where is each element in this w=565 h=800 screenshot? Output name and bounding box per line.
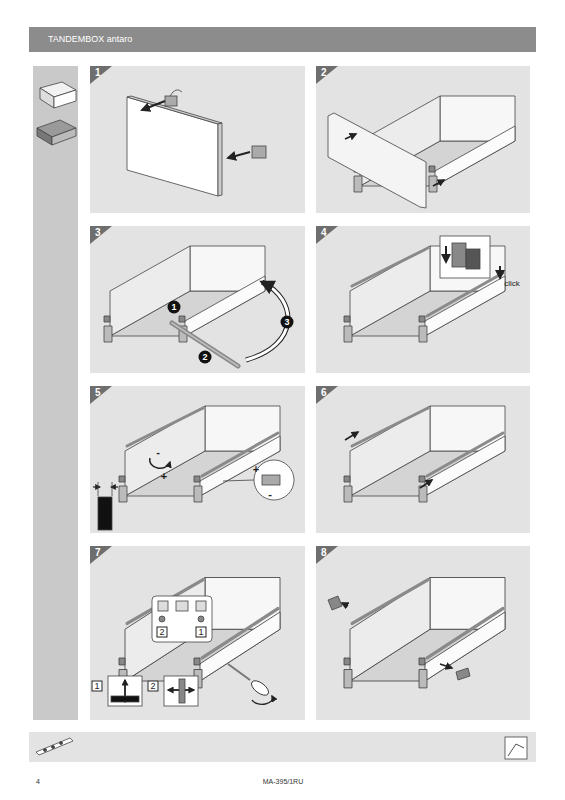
page-title: TANDEMBOX antaro bbox=[48, 34, 132, 45]
step-panel: 3 bbox=[90, 226, 305, 373]
step-panel: 4 bbox=[316, 226, 530, 373]
drawer bbox=[104, 246, 265, 342]
gallery-rod bbox=[352, 408, 503, 476]
adjust-sign: - bbox=[156, 447, 160, 458]
callout-number: 1 bbox=[168, 301, 181, 314]
step-panel: 1 bbox=[90, 66, 305, 213]
cover-cap bbox=[328, 596, 470, 680]
step-panels bbox=[90, 66, 530, 720]
step-corner bbox=[90, 66, 338, 564]
side-column bbox=[33, 66, 78, 720]
adjust-detail bbox=[93, 458, 294, 530]
clip-detail bbox=[440, 236, 500, 278]
screw-icons bbox=[36, 737, 527, 759]
front-panel bbox=[127, 90, 266, 196]
step-panel: 5 bbox=[90, 386, 305, 533]
step-number: 5 bbox=[95, 387, 101, 399]
step-number: 8 bbox=[321, 547, 327, 559]
drawer bbox=[119, 578, 280, 688]
step-number: 6 bbox=[321, 387, 327, 399]
adjust-sign: - bbox=[268, 489, 272, 500]
step-panel: 2 bbox=[316, 66, 530, 213]
gallery-rod bbox=[127, 580, 278, 658]
footer-text: 4 bbox=[36, 778, 40, 785]
step-number: 1 bbox=[95, 67, 101, 79]
option-number: 2 bbox=[156, 627, 167, 638]
option-number: 1 bbox=[91, 681, 102, 692]
callout-number: 3 bbox=[281, 316, 294, 329]
option-number: 2 bbox=[147, 681, 158, 692]
step-number: 4 bbox=[321, 227, 327, 239]
option-number: 1 bbox=[195, 627, 206, 638]
gallery-rod bbox=[352, 248, 503, 316]
adjust-sign: + bbox=[253, 464, 259, 475]
footer-text: MA-395/1RU bbox=[263, 778, 303, 785]
drawer bbox=[344, 578, 505, 688]
step-number: 2 bbox=[321, 67, 327, 79]
step-number: 7 bbox=[95, 547, 101, 559]
front-panel bbox=[328, 113, 444, 208]
gallery-rod bbox=[127, 408, 278, 476]
step-panel: 6 bbox=[316, 386, 530, 533]
part-label: click bbox=[504, 280, 520, 288]
bottom-strip bbox=[29, 732, 536, 762]
step-panel: 8 bbox=[316, 546, 530, 720]
side-icons bbox=[37, 82, 76, 145]
adjust-sign: + bbox=[161, 471, 167, 482]
callout-number: 2 bbox=[199, 351, 212, 364]
step-number: 3 bbox=[95, 227, 101, 239]
gallery-rod bbox=[172, 282, 288, 366]
header-bar bbox=[29, 27, 536, 52]
adjust-tools bbox=[108, 596, 273, 706]
drawer bbox=[344, 406, 505, 502]
insert-arrow bbox=[345, 432, 432, 488]
gallery-rod bbox=[352, 580, 503, 658]
